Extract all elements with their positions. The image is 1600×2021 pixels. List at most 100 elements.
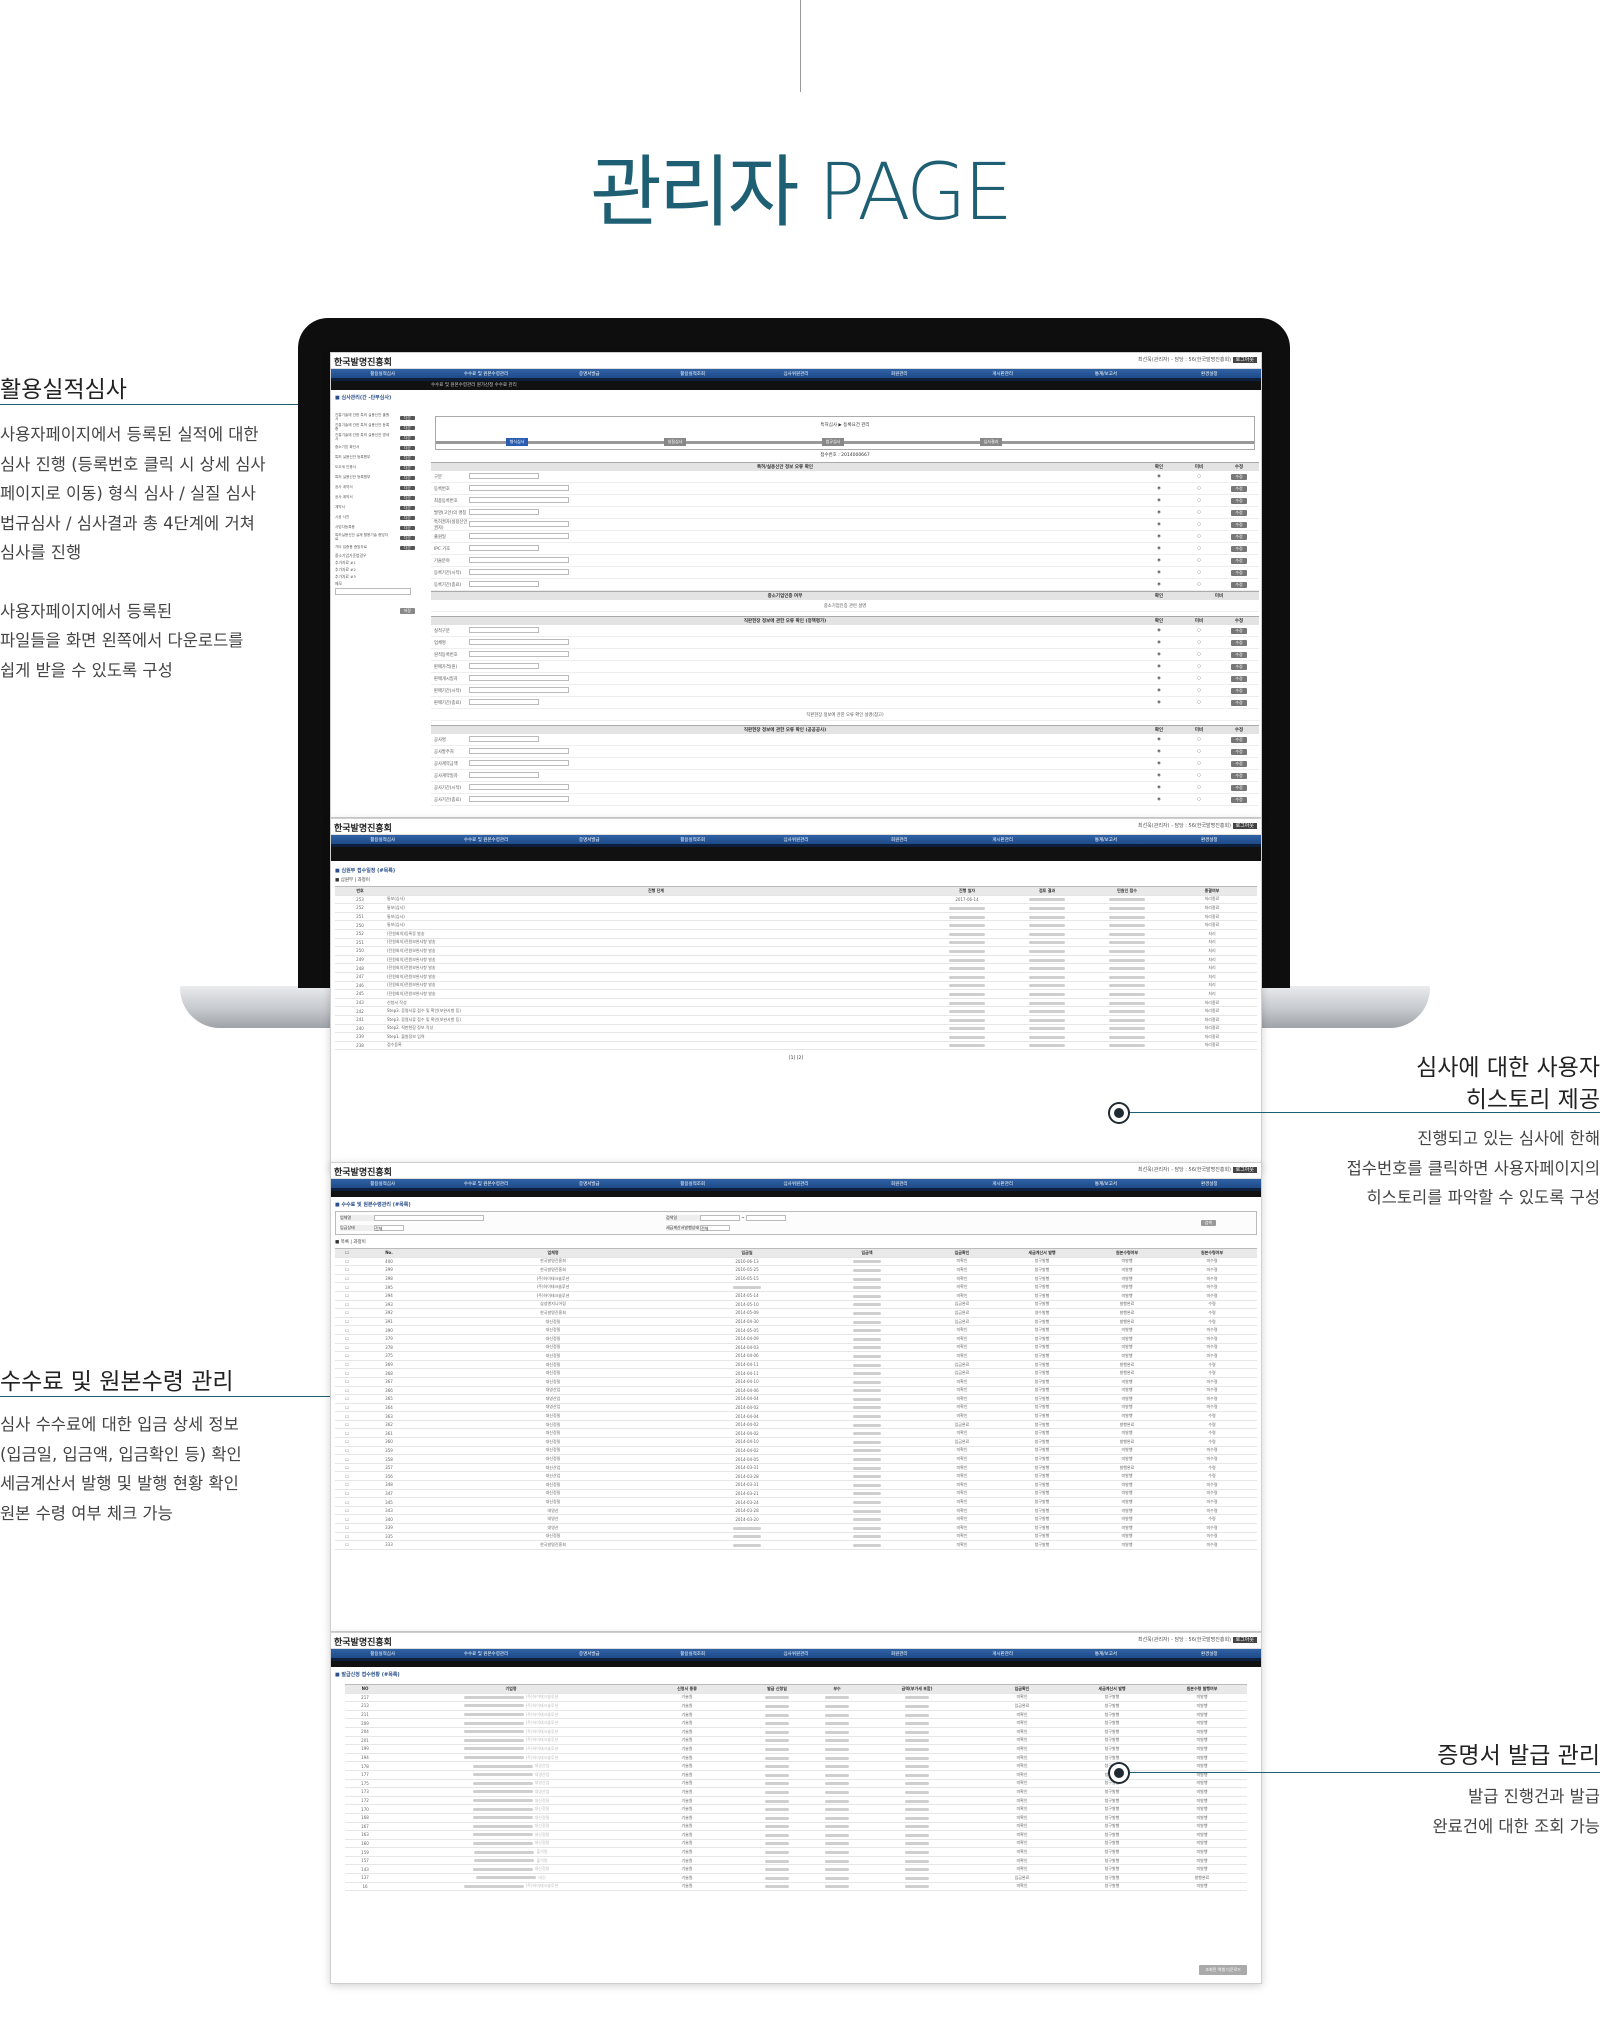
missing-radio[interactable]: ○ (1197, 773, 1201, 778)
row-checkbox[interactable]: ☐ (335, 1471, 359, 1482)
confirm-radio[interactable]: ◉ (1157, 582, 1161, 587)
row-checkbox[interactable]: ☐ (335, 1463, 359, 1473)
tax-status-select[interactable]: 전체 (700, 1225, 730, 1231)
step-formal[interactable]: 형식심사 (506, 438, 528, 446)
confirm-radio[interactable]: ◉ (1157, 474, 1161, 479)
field-input[interactable] (469, 545, 539, 552)
missing-radio[interactable]: ○ (1197, 570, 1201, 575)
confirm-radio[interactable]: ◉ (1157, 546, 1161, 551)
row-checkbox[interactable]: ☐ (335, 1540, 359, 1550)
edit-button[interactable]: 수정 (1231, 557, 1247, 564)
gnb-item[interactable]: 수수료 및 원본수령관리 (463, 372, 509, 377)
field-input[interactable] (469, 784, 569, 791)
field-input[interactable] (469, 748, 569, 755)
edit-button[interactable]: 수정 (1231, 760, 1247, 767)
select-all-checkbox[interactable]: ☐ (335, 1248, 359, 1258)
edit-button[interactable]: 수정 (1231, 581, 1247, 588)
row-checkbox[interactable]: ☐ (335, 1411, 359, 1421)
confirm-radio[interactable]: ◉ (1157, 558, 1161, 563)
field-input[interactable] (469, 473, 539, 480)
missing-radio[interactable]: ○ (1197, 498, 1201, 503)
row-checkbox[interactable]: ☐ (335, 1386, 359, 1396)
file-download-button[interactable]: 다운 (399, 486, 415, 490)
row-checkbox[interactable]: ☐ (335, 1377, 359, 1387)
row-checkbox[interactable]: ☐ (335, 1497, 359, 1507)
confirm-radio[interactable]: ◉ (1157, 773, 1161, 778)
edit-button[interactable]: 수정 (1231, 639, 1247, 646)
row-checkbox[interactable]: ☐ (335, 1437, 359, 1447)
edit-button[interactable]: 수정 (1231, 473, 1247, 480)
field-input[interactable] (469, 557, 569, 564)
edit-button[interactable]: 수정 (1231, 497, 1247, 504)
field-input[interactable] (469, 569, 569, 576)
field-input[interactable] (469, 651, 569, 658)
confirm-radio[interactable]: ◉ (1157, 700, 1161, 705)
gnb-item[interactable]: 활용실적심사 (370, 1652, 396, 1657)
gnb-item[interactable]: 활용실적심사 (370, 838, 396, 843)
gnb-item[interactable]: 증명서발급 (578, 838, 600, 843)
deposit-status-select[interactable]: 전체 (374, 1225, 404, 1231)
gnb-item[interactable]: 심사위원관리 (783, 1652, 809, 1657)
gnb-item[interactable]: 회원관리 (891, 372, 908, 377)
gnb-item[interactable]: 게시판관리 (992, 372, 1013, 377)
row-checkbox[interactable]: ☐ (335, 1480, 359, 1490)
edit-button[interactable]: 수정 (1231, 736, 1247, 743)
confirm-radio[interactable]: ◉ (1157, 570, 1161, 575)
row-checkbox[interactable]: ☐ (335, 1308, 359, 1318)
missing-radio[interactable]: ○ (1197, 761, 1201, 766)
missing-radio[interactable]: ○ (1197, 558, 1201, 563)
edit-button[interactable]: 수정 (1231, 675, 1247, 682)
step-result[interactable]: 심사결과 (980, 438, 1002, 446)
field-input[interactable] (469, 675, 569, 682)
field-input[interactable] (469, 760, 569, 767)
file-download-button[interactable]: 다운 (399, 516, 415, 520)
gnb-item[interactable]: 심사위원관리 (783, 1182, 809, 1187)
file-download-button[interactable]: 다운 (399, 496, 415, 500)
row-checkbox[interactable]: ☐ (335, 1454, 359, 1464)
missing-radio[interactable]: ○ (1197, 522, 1201, 527)
history-tabs[interactable]: ■ 심원부 | 과정이 (335, 878, 370, 883)
field-input[interactable] (469, 736, 539, 743)
missing-radio[interactable]: ○ (1197, 676, 1201, 681)
edit-button[interactable]: 수정 (1231, 796, 1247, 803)
field-input[interactable] (469, 533, 569, 540)
field-input[interactable] (469, 699, 539, 706)
fee-tabs[interactable]: ■ 목록 | 과정이 (335, 1240, 366, 1245)
missing-radio[interactable]: ○ (1197, 737, 1201, 742)
gnb-item[interactable]: 게시판관리 (992, 838, 1013, 843)
row-checkbox[interactable]: ☐ (335, 1428, 359, 1439)
gnb-item[interactable]: 활용실적조회 (680, 838, 706, 843)
gnb-item[interactable]: 통계/보고서 (1094, 1182, 1118, 1187)
row-checkbox[interactable]: ☐ (335, 1523, 359, 1533)
gnb-item[interactable]: 환경설정 (1201, 1652, 1218, 1657)
edit-button[interactable]: 수정 (1231, 784, 1247, 791)
row-checkbox[interactable]: ☐ (335, 1446, 359, 1456)
